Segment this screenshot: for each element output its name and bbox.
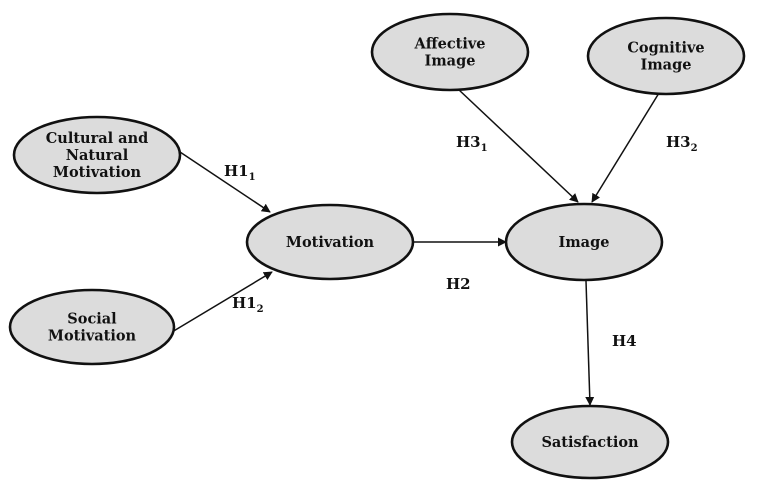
arrow-affective-to-image bbox=[457, 88, 579, 203]
edges bbox=[171, 88, 660, 406]
node-satisfaction-ellipse bbox=[510, 404, 670, 480]
arrow-cognitive-to-image bbox=[591, 92, 660, 203]
node-cultural-label: Natural bbox=[66, 147, 129, 164]
node-cognitive-label: Image bbox=[641, 57, 692, 74]
node-satisfaction: Satisfaction bbox=[510, 404, 670, 480]
hypothesis-label: H4 bbox=[612, 332, 637, 350]
node-affective-label: Image bbox=[425, 53, 476, 70]
node-social-label: Social bbox=[67, 311, 117, 328]
hypothesis-label: H2 bbox=[446, 275, 471, 293]
node-affective-label: Affective bbox=[413, 36, 485, 53]
node-cognitive-ellipse bbox=[586, 16, 746, 96]
hypothesis-label: H12 bbox=[232, 294, 264, 315]
hypothesis-label: H31 bbox=[456, 133, 488, 154]
arrow-social-to-motivation bbox=[171, 271, 273, 333]
node-satisfaction-label: Satisfaction bbox=[541, 434, 639, 451]
nodes: Cultural andNaturalMotivationSocialMotiv… bbox=[8, 12, 746, 480]
node-image: Image bbox=[504, 202, 664, 282]
node-motivation: Motivation bbox=[245, 203, 415, 281]
node-cultural-label: Cultural and bbox=[46, 130, 149, 147]
arrow-image-to-satisfaction bbox=[585, 280, 595, 406]
node-cultural-ellipse bbox=[12, 115, 182, 195]
hypothesis-label: H32 bbox=[666, 133, 698, 154]
node-cognitive-label: Cognitive bbox=[627, 40, 704, 57]
node-cultural-label: Motivation bbox=[53, 164, 142, 181]
node-motivation-label: Motivation bbox=[286, 234, 375, 251]
hypothesis-label: H11 bbox=[224, 162, 256, 183]
arrow-cultural-to-motivation bbox=[176, 149, 271, 213]
node-image-ellipse bbox=[504, 202, 664, 282]
node-image-label: Image bbox=[559, 234, 610, 251]
node-motivation-ellipse bbox=[245, 203, 415, 281]
node-social-ellipse bbox=[8, 288, 176, 366]
node-affective-ellipse bbox=[370, 12, 530, 92]
node-social-label: Motivation bbox=[48, 328, 137, 345]
